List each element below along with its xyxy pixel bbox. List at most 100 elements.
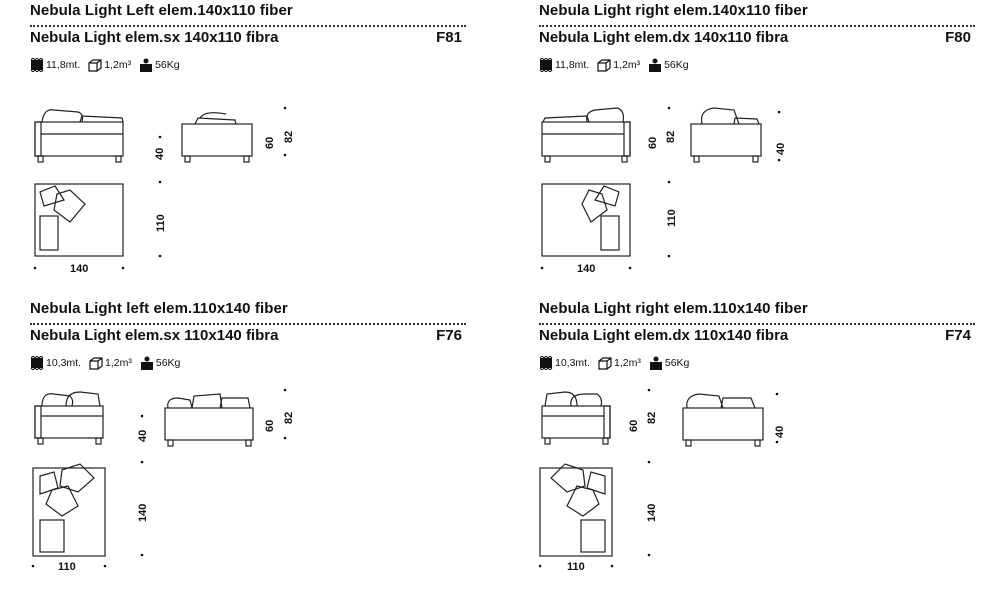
weight-value: 56Kg — [155, 357, 181, 369]
volume-spec: 1,2m³ — [598, 356, 641, 370]
sheet-title-it: Nebula Light elem.sx 140x110 fibra — [30, 29, 279, 46]
dim-width: 110 — [58, 561, 76, 573]
dim-depth: 110 — [155, 214, 167, 232]
spec-row: 11,8mt. 1,2m³ 56Kg — [30, 57, 188, 73]
product-sheet-f80: Nebula Light right elem.140x110 fiber Ne… — [539, 2, 979, 292]
spec-row: 10,3mt. 1,2m³ 56Kg — [539, 355, 697, 371]
dim-width: 140 — [70, 263, 88, 275]
product-sheet-f76: Nebula Light left elem.110x140 fiber Neb… — [30, 300, 470, 590]
plan-view — [32, 463, 106, 557]
weight-value: 56Kg — [664, 357, 690, 369]
fabric-spec: 11,8mt. — [539, 58, 589, 72]
weight-icon — [140, 58, 153, 72]
product-code: F76 — [436, 327, 462, 344]
volume-value: 1,2m³ — [614, 357, 641, 369]
weight-spec: 56Kg — [648, 58, 689, 72]
dim-depth: 110 — [666, 209, 678, 227]
dimension-dots — [31, 388, 287, 568]
dim-height-seat: 40 — [137, 430, 149, 442]
spec-row: 10,3mt. 1,2m³ 56Kg — [30, 355, 188, 371]
product-sheet-f81: Nebula Light Left elem.140x110 fiber Neb… — [30, 2, 470, 292]
dim-height-60: 60 — [647, 137, 659, 149]
sheet-title-en: Nebula Light right elem.110x140 fiber — [539, 300, 808, 317]
technical-drawing: 40 60 82 110 140 — [33, 106, 295, 275]
dim-height-82: 82 — [665, 131, 677, 143]
dimension-dots — [33, 106, 287, 270]
fabric-roll-icon — [30, 58, 44, 72]
weight-icon — [649, 356, 662, 370]
fabric-value: 10,3mt. — [555, 357, 591, 369]
dim-width: 140 — [577, 263, 595, 275]
dim-height-82: 82 — [646, 412, 658, 424]
box-volume-icon — [598, 357, 612, 370]
dim-height-82: 82 — [283, 412, 295, 424]
technical-drawing: 40 60 82 140 110 — [31, 388, 295, 573]
side-view — [164, 393, 254, 447]
fabric-value: 11,8mt. — [46, 59, 81, 71]
volume-spec: 1,2m³ — [88, 58, 131, 72]
dotted-divider — [30, 323, 466, 325]
dim-height-60: 60 — [264, 420, 276, 432]
fabric-spec: 10,3mt. — [539, 356, 590, 370]
fabric-spec: 10,3mt. — [30, 356, 81, 370]
fabric-value: 11,8mt. — [555, 59, 590, 71]
product-code: F74 — [945, 327, 971, 344]
dim-depth: 140 — [646, 504, 658, 522]
volume-spec: 1,2m³ — [89, 356, 132, 370]
volume-value: 1,2m³ — [104, 59, 132, 71]
sheet-title-it: Nebula Light elem.sx 110x140 fibra — [30, 327, 279, 344]
fabric-roll-icon — [30, 356, 44, 370]
sheet-title-en: Nebula Light left elem.110x140 fiber — [30, 300, 288, 317]
volume-spec: 1,2m³ — [597, 58, 640, 72]
dim-height-60: 60 — [264, 137, 276, 149]
dim-height-60: 60 — [628, 420, 640, 432]
box-volume-icon — [88, 59, 102, 72]
dim-height-seat: 40 — [774, 426, 786, 438]
dotted-divider — [539, 323, 975, 325]
weight-value: 56Kg — [664, 59, 689, 71]
box-volume-icon — [597, 59, 611, 72]
product-code: F81 — [436, 29, 462, 46]
weight-icon — [649, 58, 662, 72]
technical-drawing: 60 82 40 110 140 — [540, 106, 787, 275]
dim-height-82: 82 — [283, 131, 295, 143]
weight-spec: 56Kg — [649, 356, 690, 370]
sheet-title-it: Nebula Light elem.dx 140x110 fibra — [539, 29, 789, 46]
dim-width: 110 — [567, 561, 585, 573]
box-volume-icon — [89, 357, 103, 370]
spec-row: 11,8mt. 1,2m³ 56Kg — [539, 57, 697, 73]
plan-view — [539, 463, 613, 557]
volume-value: 1,2m³ — [613, 59, 641, 71]
side-view — [690, 107, 762, 163]
side-view — [682, 393, 764, 447]
weight-value: 56Kg — [155, 59, 180, 71]
product-code: F80 — [945, 29, 971, 46]
dotted-divider — [539, 25, 975, 27]
plan-view — [34, 183, 124, 257]
front-view — [541, 391, 611, 445]
plan-view — [541, 183, 631, 257]
fabric-value: 10,3mt. — [46, 357, 82, 369]
dim-height-seat: 40 — [775, 143, 787, 155]
dim-depth: 140 — [137, 504, 149, 522]
sheet-title-en: Nebula Light Left elem.140x110 fiber — [30, 2, 293, 19]
fabric-roll-icon — [539, 58, 553, 72]
dimension-dots — [539, 388, 779, 568]
sheet-title-it: Nebula Light elem.dx 110x140 fibra — [539, 327, 789, 344]
dimension-dots — [540, 106, 781, 270]
sheet-title-en: Nebula Light right elem.140x110 fiber — [539, 2, 808, 19]
technical-drawing: 60 82 40 140 110 — [539, 388, 786, 573]
front-view — [34, 391, 104, 445]
front-view — [34, 109, 124, 163]
weight-icon — [140, 356, 153, 370]
weight-spec: 56Kg — [140, 356, 181, 370]
volume-value: 1,2m³ — [105, 357, 132, 369]
front-view — [541, 107, 631, 163]
weight-spec: 56Kg — [139, 58, 180, 72]
product-sheet-f74: Nebula Light right elem.110x140 fiber Ne… — [539, 300, 979, 590]
dotted-divider — [30, 25, 466, 27]
fabric-roll-icon — [539, 356, 553, 370]
side-view — [181, 112, 253, 163]
dim-height-seat: 40 — [154, 148, 166, 160]
fabric-spec: 11,8mt. — [30, 58, 80, 72]
